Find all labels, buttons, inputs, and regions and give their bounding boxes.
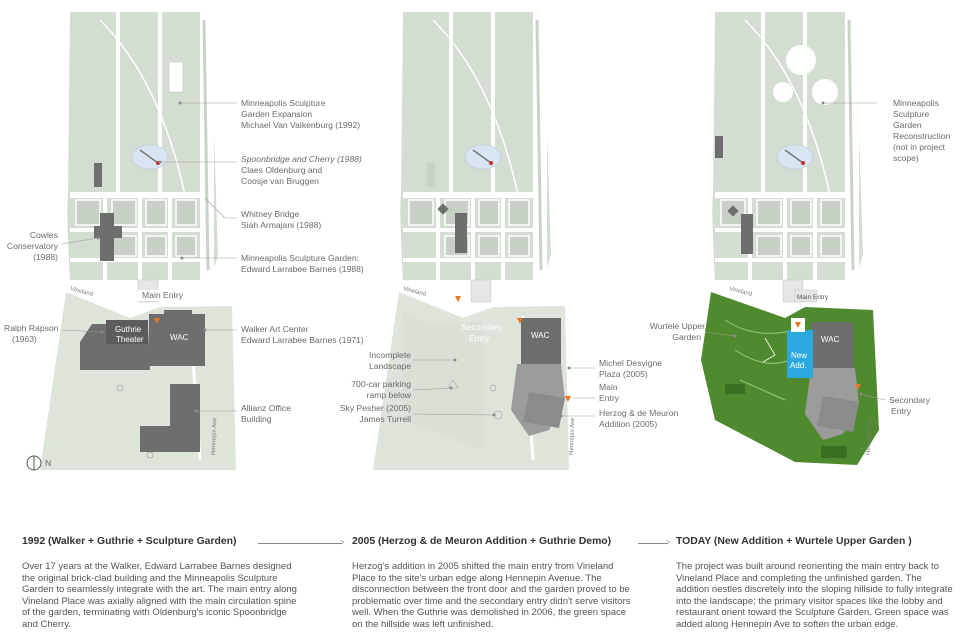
wac-2005 [521,318,561,364]
label-desvigne-1: Michel Desvigne [599,358,662,368]
label-garden-2: Edward Larrabee Barnes (1988) [241,264,364,274]
allianz-building [140,384,200,452]
cowles-conservatory [94,213,122,261]
new-add-label-2: Add. [790,361,806,370]
label-cowles-3: (1988) [33,252,58,262]
label-main-entry-2005-2: Entry [599,393,620,403]
label-cowles-1: Cowles [30,230,58,240]
label-reconstruction-2: Sculpture [893,109,930,119]
column-2005: 2005 (Herzog & de Meuron Addition + Guth… [352,536,632,631]
label-main-entry-today: Main Entry [797,294,829,301]
label-walker-1: Walker Art Center [241,324,309,334]
hennepin-label: Hennepin Ave [211,417,218,455]
label-reconstruction-3: Garden [893,120,922,130]
label-allianz-1: Allianz Office [241,403,291,413]
label-ralph-1: Ralph Rapson [4,323,59,333]
timeline-arrowhead-1: > [340,538,345,547]
hennepin-label-today: Hennepin Ave [866,417,873,455]
label-wurtele-2: Garden [672,332,701,342]
label-cowles-2: Conservatory [7,241,59,251]
timeline-arrow-2 [638,543,668,544]
label-garden-1: Minneapolis Sculpture Garden: [241,253,359,263]
label-secondary-entry-2005-2: Entry [469,333,490,343]
column-title-today: TODAY (New Addition + Wurtele Upper Gard… [676,536,912,547]
callouts-today: Minneapolis Sculpture Garden Reconstruct… [650,98,951,416]
label-spoonbridge-3: Coosje van Bruggen [241,176,319,186]
wac-label-today: WAC [821,335,840,344]
label-expansion-3: Michael Van Valkenburg (1992) [241,120,360,130]
vineland-label-today: Vineland [728,286,752,298]
site-plans: N Vineland Hennepin Ave Guthrie Theater … [4,0,951,472]
callouts-1992: Minneapolis Sculpture Garden Expansion M… [4,98,364,424]
label-reconstruction-6: scope) [893,153,919,163]
column-today: TODAY (New Addition + Wurtele Upper Gard… [676,536,956,631]
entry-marker-1992 [154,318,160,324]
herzog-addition [511,364,565,436]
spoonbridge-pond [131,144,169,170]
label-main-entry-1992: Main Entry [142,290,184,300]
timeline-arrowhead-2: > [666,538,671,547]
hennepin-label-2005: Hennepin Ave [569,417,576,455]
walker-art-center [149,310,205,366]
label-wurtele-1: Wurtele Upper [650,321,705,331]
label-skypesher-2: James Turrell [359,414,411,424]
guthrie-label-1: Guthrie [115,325,142,334]
label-parking-2: ramp below [367,390,412,400]
new-addition [787,318,813,378]
column-1992: 1992 (Walker + Guthrie + Sculpture Garde… [22,536,302,631]
label-skypesher-1: Sky Pesher (2005) [340,403,411,413]
column-body-today: The project was built around reorienting… [676,561,953,630]
column-body-1992: Over 17 years at the Walker, Edward Larr… [22,561,297,630]
label-expansion-1: Minneapolis Sculpture [241,98,326,108]
label-incomplete-1: Incomplete [369,350,411,360]
vineland-label: Vineland [69,286,93,298]
label-whitney-1: Whitney Bridge [241,209,299,219]
label-secondary-today-2: Entry [891,406,912,416]
label-spoonbridge-2: Claes Oldenburg and [241,165,322,175]
north-arrow: N [26,455,51,471]
label-reconstruction-1: Minneapolis [893,98,939,108]
column-title-2005: 2005 (Herzog & de Meuron Addition + Guth… [352,536,612,547]
label-secondary-entry-2005-1: Secondary [461,322,503,332]
label-parking-1: 700-car parking [351,379,411,389]
label-allianz-2: Building [241,414,272,424]
wac-label-2005: WAC [531,331,550,340]
timeline-arrow-1 [258,543,342,544]
vineland-label-2005: Vineland [402,286,426,298]
callouts-2005: Incomplete Landscape 700-car parking ram… [340,350,679,429]
label-secondary-today-1: Secondary [889,395,931,405]
guthrie-theater [80,320,150,370]
label-incomplete-2: Landscape [369,361,411,371]
label-expansion-2: Garden Expansion [241,109,312,119]
label-spoonbridge-1: Spoonbridge and Cherry (1988) [241,154,362,164]
column-title-1992: 1992 (Walker + Guthrie + Sculpture Garde… [22,536,237,547]
plan-2005: Vineland Hennepin Ave WAC Secondary Entr… [340,12,679,472]
guthrie-label-2: Theater [116,335,144,344]
herzog-addition-today [805,368,859,440]
wac-today [811,322,853,368]
plan-today: Vineland Hennepin Ave WAC New Add. Minne… [650,12,951,465]
north-label: N [45,458,51,468]
label-herzog-2: Addition (2005) [599,419,657,429]
wac-label-1992: WAC [170,333,189,342]
label-herzog-1: Herzog & de Meuron [599,408,679,418]
label-whitney-2: Siah Armajani (1988) [241,220,321,230]
label-desvigne-2: Plaza (2005) [599,369,648,379]
label-ralph-2: (1963) [12,334,37,344]
label-walker-2: Edward Larrabee Barnes (1971) [241,335,364,345]
plan-1992: N Vineland Hennepin Ave Guthrie Theater … [4,12,364,472]
column-body-2005: Herzog's addition in 2005 shifted the ma… [352,561,631,630]
label-reconstruction-5: (not in project [893,142,946,152]
new-add-label-1: New [791,351,807,360]
label-reconstruction-4: Reconstruction [893,131,951,141]
label-main-entry-2005-1: Main [599,382,618,392]
